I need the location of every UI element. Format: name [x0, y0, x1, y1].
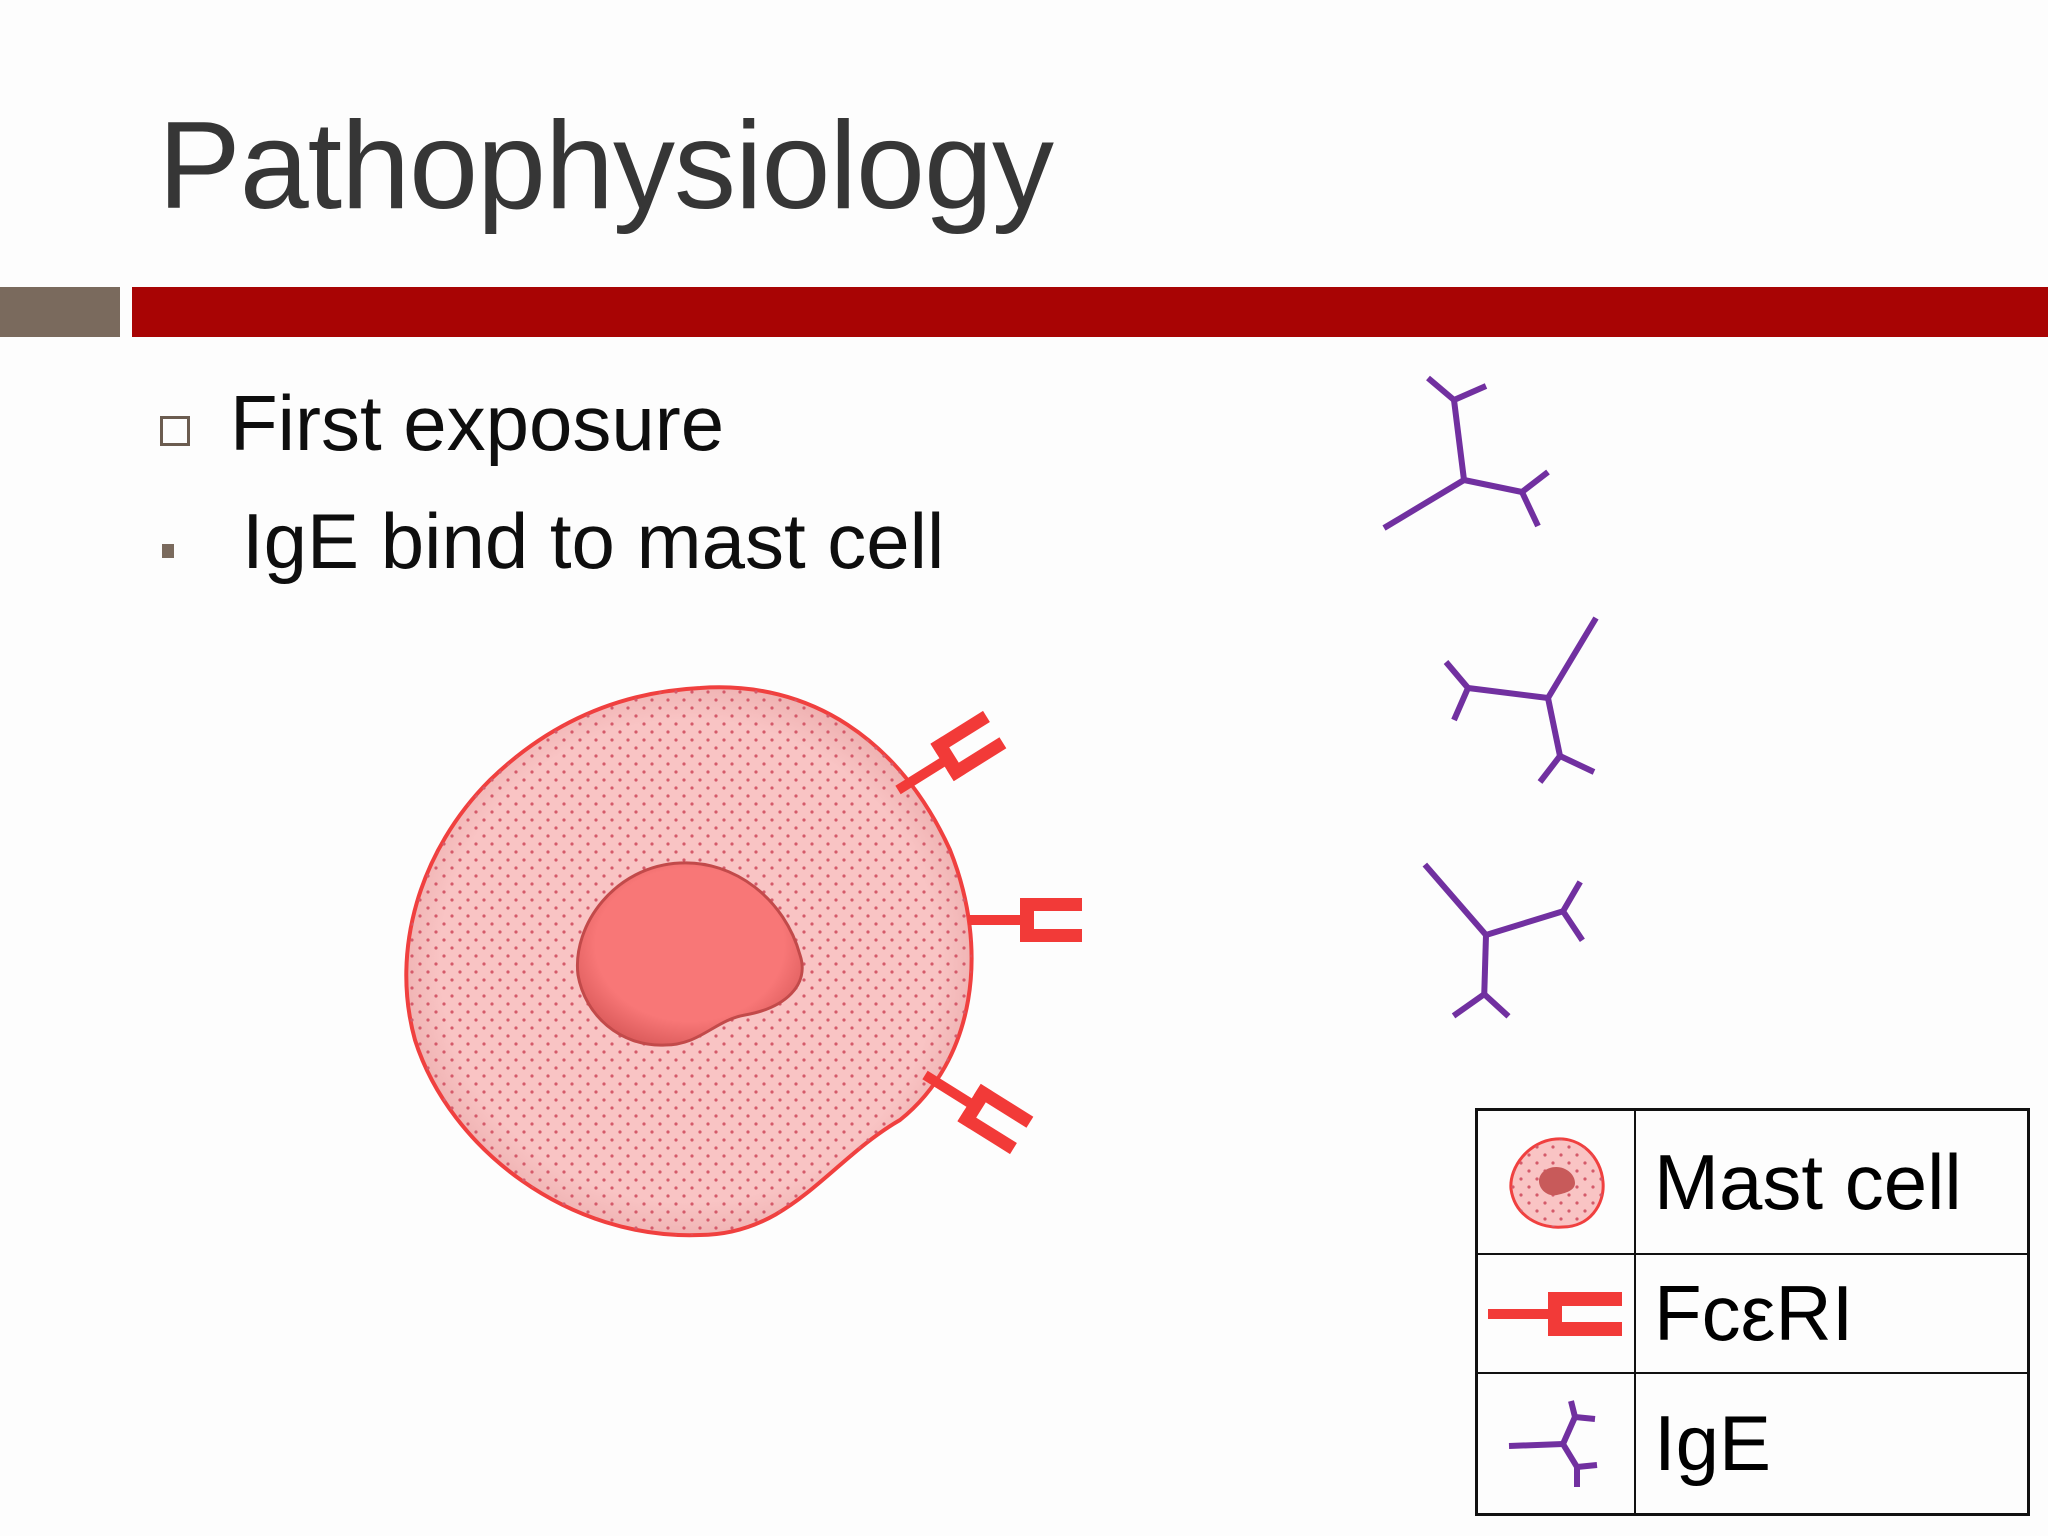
legend-table: Mast cell FcεRI IgE: [1475, 1108, 2030, 1516]
legend-row-fceri: FcεRI: [1636, 1255, 2027, 1374]
legend-label: FcεRI: [1654, 1269, 1854, 1357]
legend-row-mast-cell: Mast cell: [1636, 1111, 2027, 1255]
title-divider-bar: [132, 287, 2048, 337]
mast-cell: [404, 685, 974, 1238]
fceri-receptor-icon: [1478, 1255, 1636, 1374]
ige-antibody: [1446, 618, 1596, 782]
bullet-text: IgE bind to mast cell: [242, 497, 945, 585]
hollow-square-bullet-icon: [160, 415, 190, 446]
ige-antibody: [1384, 378, 1548, 528]
legend-label: IgE: [1654, 1399, 1772, 1487]
legend-label: Mast cell: [1654, 1137, 1962, 1226]
legend-row-ige: IgE: [1636, 1374, 2027, 1513]
ige-antibody-icon: [1478, 1374, 1636, 1513]
bullet-item: First exposure: [160, 378, 724, 469]
bullet-text: First exposure: [230, 379, 725, 467]
bullet-item: IgE bind to mast cell: [160, 496, 944, 587]
filled-square-bullet-icon: [162, 543, 174, 558]
ige-antibody: [1425, 839, 1601, 1027]
slide-title: Pathophysiology: [158, 97, 1054, 235]
fceri-receptor: [968, 898, 1082, 942]
mast-cell-icon: [1478, 1111, 1636, 1255]
title-divider-accent: [0, 287, 120, 337]
